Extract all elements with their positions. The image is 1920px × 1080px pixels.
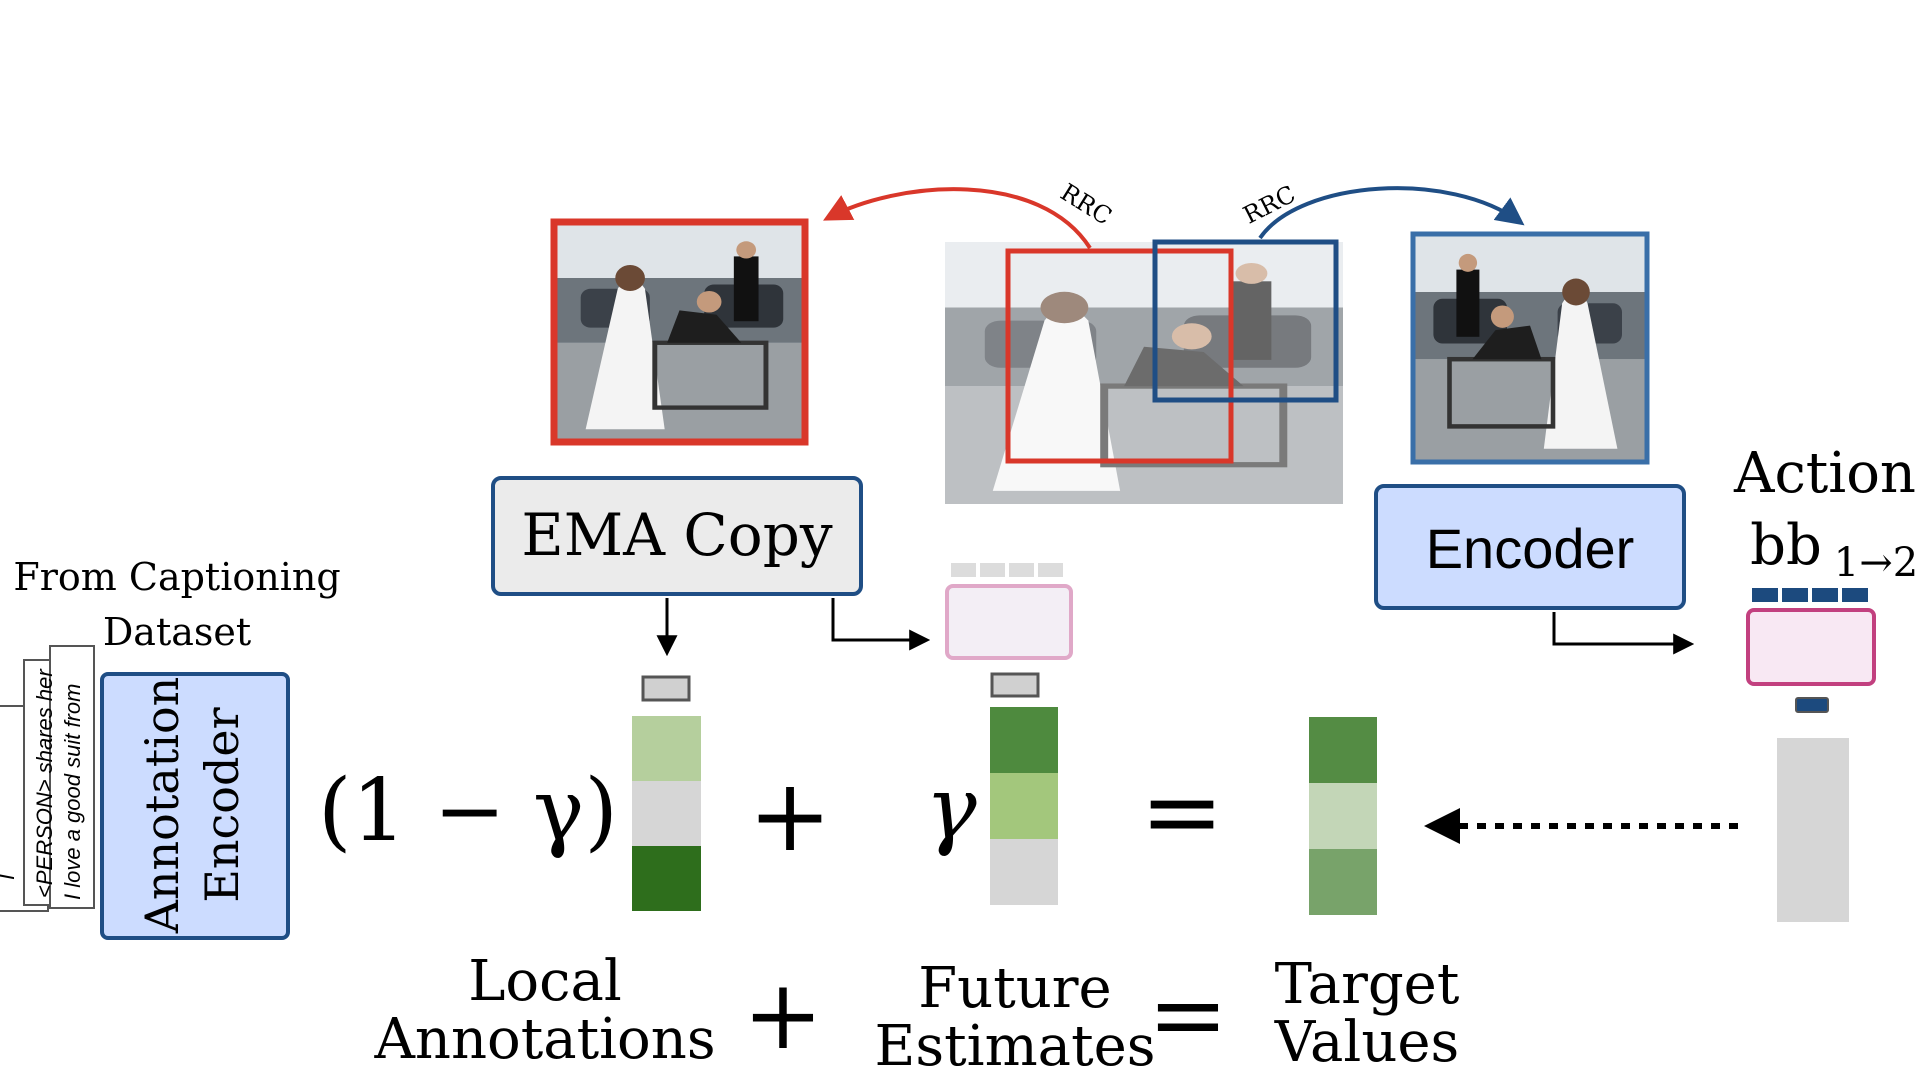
- ema-copy-box: [491, 476, 863, 596]
- encoder-box: [1374, 484, 1686, 610]
- red-crop-image: [550, 218, 809, 446]
- bottom-target-2: Values: [1274, 1010, 1460, 1075]
- svg-text:I: I: [0, 874, 19, 880]
- ema-right-arrow: [831, 598, 931, 651]
- bottom-plus: +: [743, 959, 823, 1071]
- bottom-future-1: Future: [918, 956, 1111, 1021]
- rrc-label-right: RRC: [1239, 180, 1300, 230]
- red-crop-region: [1005, 248, 1234, 464]
- annotation-encoder-label-1: Annotation: [135, 677, 189, 935]
- annotation-encoder-box: [100, 672, 290, 940]
- blue-crop-image: [1410, 231, 1650, 465]
- encoder-label: Encoder: [1426, 517, 1635, 580]
- equation-equals: =: [1140, 753, 1224, 870]
- action-predictor-module: [1746, 588, 1876, 922]
- local-annotations-bar: [632, 675, 701, 911]
- bottom-local-2: Annotations: [373, 1007, 715, 1072]
- bottom-equals: =: [1148, 959, 1228, 1071]
- encoder-output-arrow: [1552, 612, 1695, 655]
- rrc-arrow-right: [1258, 186, 1525, 240]
- action-label: Action: [1733, 441, 1916, 506]
- svg-text:I love a good suit from: I love a good suit from: [60, 684, 85, 900]
- blue-crop-region: [1152, 239, 1339, 403]
- source-photo: [945, 239, 1343, 504]
- equation-plus: +: [748, 757, 832, 874]
- rrc-arrow-left: [823, 187, 1092, 250]
- bottom-target-1: Target: [1275, 952, 1460, 1017]
- bottom-future-2: Estimates: [875, 1014, 1156, 1079]
- future-estimates-bar: [990, 672, 1058, 905]
- svg-text:<PERSON> shares her: <PERSON> shares her: [32, 668, 57, 898]
- from-captioning-label: From Captioning: [13, 555, 340, 599]
- future-predictor-module: [945, 563, 1073, 660]
- bottom-local-1: Local: [468, 949, 622, 1014]
- coeff-one-minus-gamma: (1 − γ): [318, 761, 618, 861]
- annotation-encoder-label-2: Encoder: [195, 707, 249, 902]
- caption-cards: I <PERSON> shares her I love a good suit…: [0, 645, 95, 912]
- ema-copy-label: EMA Copy: [521, 501, 832, 569]
- action-bb-label: bb: [1750, 513, 1822, 578]
- target-values-bar: [1309, 717, 1377, 915]
- dataset-label: Dataset: [103, 610, 251, 654]
- action-subscript: 1→2: [1834, 540, 1918, 586]
- coeff-gamma: γ: [925, 759, 977, 859]
